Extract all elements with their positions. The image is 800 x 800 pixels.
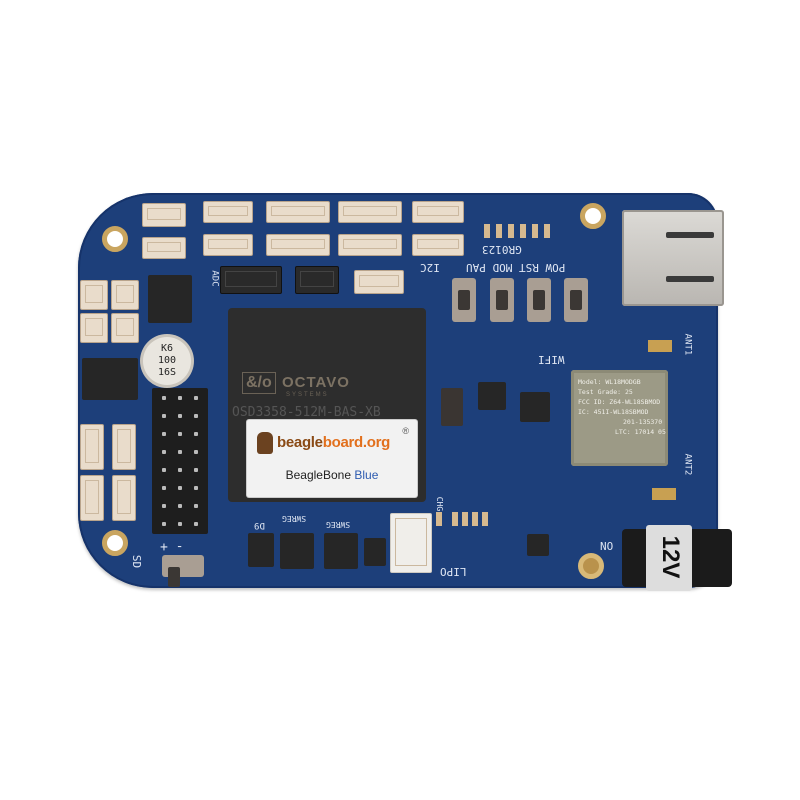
swreg-chip (324, 533, 358, 569)
button-pow[interactable] (564, 278, 588, 322)
connector-encoder-4 (80, 475, 104, 521)
battery-led (452, 512, 458, 526)
wifi-text: LTC: 17014 05 (615, 428, 666, 436)
connector-encoder-2 (112, 424, 136, 470)
silk-chg: CHG (435, 496, 445, 512)
model-name: BeagleBone Blue (247, 468, 417, 482)
connector-dsm2 (142, 203, 186, 227)
connector-encoder-1 (80, 424, 104, 470)
connector-adc (220, 266, 282, 294)
wifi-text: 201-135370 (623, 418, 663, 426)
charge-led (436, 512, 442, 526)
connector (266, 234, 330, 256)
mounting-hole (580, 203, 606, 229)
silk-buttons: POW RST MOD PAU (466, 261, 566, 274)
silk-i2c: I2C (420, 261, 440, 274)
registered-mark: ® (402, 426, 409, 436)
wifi-text: Test Grade: 25 (578, 388, 633, 396)
capacitor-text: K6 (160, 343, 174, 354)
model-name-a: BeagleBone (285, 468, 351, 482)
soc-maker-sub: SYSTEMS (286, 392, 329, 398)
mounting-hole (102, 226, 128, 252)
connector-motor-4 (111, 313, 139, 343)
silk-sd: SD (130, 554, 144, 569)
button-mod[interactable] (490, 278, 514, 322)
connector (412, 201, 464, 223)
silk-swreg: SWREG (282, 514, 307, 523)
brand-text: beagleboard.org (277, 434, 390, 451)
silk-plus-minus: - + (160, 539, 184, 554)
brand-part-a: beagle (277, 434, 323, 451)
connector-ut5 (142, 237, 186, 259)
crystal-y1 (441, 388, 463, 426)
charger-chip (527, 534, 549, 556)
connector-can (354, 270, 404, 294)
silk-d9: D9 (254, 520, 265, 530)
battery-led (472, 512, 478, 526)
silk-lipo: LIPO (440, 565, 467, 578)
connector-s12 (203, 234, 253, 256)
swreg-chip (280, 533, 314, 569)
motor-driver-chip (82, 358, 138, 400)
wifi-text: FCC ID: Z64-WL18SBMOD (578, 398, 661, 406)
servo-header (152, 388, 208, 534)
jack-label: 12V (657, 535, 684, 579)
led (496, 224, 502, 238)
wifi-module: Model: WL18MODGB Test Grade: 25 FCC ID: … (571, 370, 668, 466)
mounting-hole (578, 553, 604, 579)
silk-leds: GR0123 (482, 243, 522, 256)
battery-led (462, 512, 468, 526)
connector (338, 234, 402, 256)
connector-motor-3 (80, 313, 108, 343)
imu-chip (478, 382, 506, 410)
brand-part-b: board.org (322, 434, 391, 451)
connector (266, 201, 330, 223)
wifi-text: Model: WL18MODGB (578, 378, 641, 386)
led (484, 224, 490, 238)
dc-power-jack-12v[interactable]: 12V (622, 525, 732, 591)
button-rst[interactable] (527, 278, 551, 322)
beagleboard-label: beagleboard.org ® BeagleBone Blue (247, 420, 417, 497)
usb-a-port[interactable] (622, 210, 724, 306)
led (532, 224, 538, 238)
mosfet-chip (364, 538, 386, 566)
silk-ant1: ANT1 (682, 333, 693, 356)
connector-motor-1 (80, 280, 108, 310)
sd-boot-button[interactable] (162, 555, 204, 587)
antenna-connector-1[interactable] (648, 340, 672, 352)
led (520, 224, 526, 238)
u10-chip (520, 392, 550, 422)
diode-d9 (248, 533, 274, 567)
led (508, 224, 514, 238)
silk-ant2: ANT2 (682, 453, 693, 476)
connector-encoder-3 (112, 475, 136, 521)
silk-adc: ADC (209, 270, 220, 287)
silk-wifi: WIFI (538, 353, 565, 366)
led (544, 224, 550, 238)
capacitor-text: 100 (157, 355, 177, 366)
connector-gps (338, 201, 402, 223)
connector (412, 234, 464, 256)
antenna-connector-2[interactable] (652, 488, 676, 500)
beagle-dog-logo (257, 432, 273, 454)
wifi-text: IC: 451I-WL18SBMOD (578, 408, 649, 416)
octavo-logo: &/o (242, 372, 276, 394)
soc-part-number: OSD3358-512M-BAS-XB (232, 405, 381, 420)
connector-ut1 (203, 201, 253, 223)
connector-motor-2 (111, 280, 139, 310)
button-pau[interactable] (452, 278, 476, 322)
electrolytic-capacitor: K6 100 16S (143, 337, 191, 385)
capacitor-text: 16S (157, 367, 177, 378)
mounting-hole (102, 530, 128, 556)
soc-maker: OCTAVO (282, 374, 350, 391)
silk-on: ON (600, 539, 614, 552)
silk-swreg: SWREG (326, 520, 351, 529)
motor-driver-chip (148, 275, 192, 323)
battery-led (482, 512, 488, 526)
model-name-b: Blue (354, 468, 379, 482)
connector-lipo-balance (390, 513, 432, 573)
connector (295, 266, 339, 294)
